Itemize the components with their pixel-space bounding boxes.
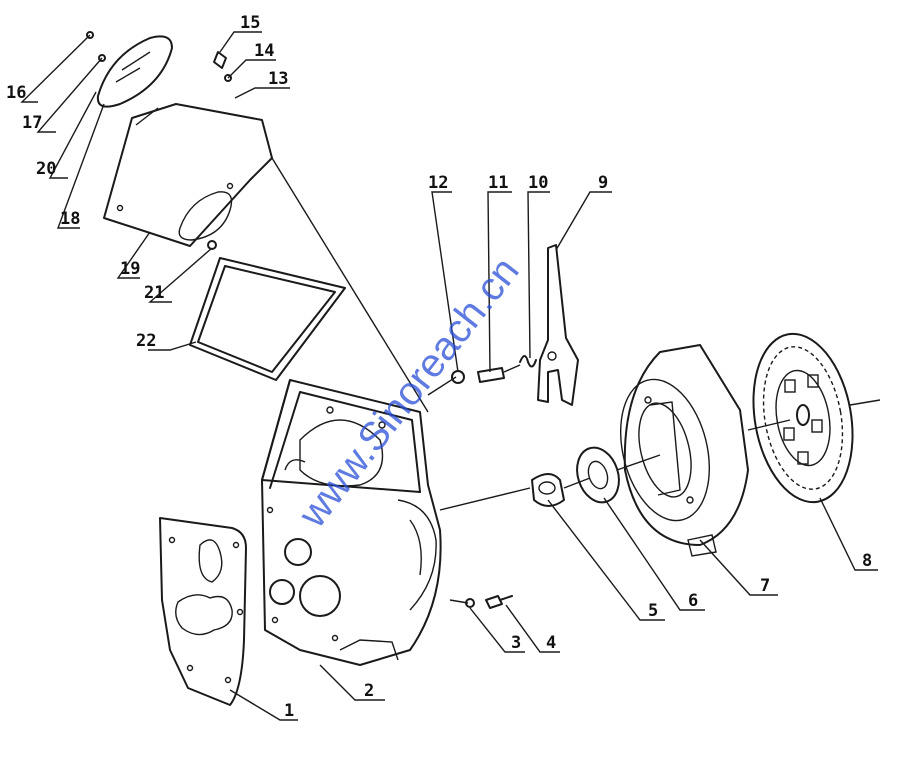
callout-1: 1 [284, 701, 294, 721]
callout-20: 20 [36, 159, 56, 179]
callout-labels: 1 2 3 4 5 6 7 8 9 10 11 12 13 14 15 16 1… [6, 13, 872, 721]
callout-4: 4 [546, 633, 556, 653]
part-1-gasket-plate [159, 517, 247, 706]
callout-10: 10 [528, 173, 548, 193]
callout-21: 21 [144, 283, 164, 303]
leader-lines [20, 31, 878, 721]
callout-3: 3 [511, 633, 521, 653]
part-10-spring-pin [519, 355, 537, 368]
callout-22: 22 [136, 331, 156, 351]
part-19-top-cover [103, 103, 273, 247]
part-18-oval-plate [96, 35, 173, 108]
part-12-nut [451, 370, 465, 384]
callout-16: 16 [6, 83, 26, 103]
callout-14: 14 [254, 41, 274, 61]
callout-8: 8 [862, 551, 872, 571]
callout-9: 9 [598, 173, 608, 193]
callout-11: 11 [488, 173, 508, 193]
callout-12: 12 [428, 173, 448, 193]
part-8-clutch-disc [752, 332, 854, 504]
callout-17: 17 [22, 113, 42, 133]
part-5-release-bearing [531, 473, 565, 507]
part-4-bolt [485, 595, 513, 609]
part-22-gasket-frame [189, 257, 346, 381]
small-fasteners [86, 31, 232, 250]
part-7-pressure-plate [619, 344, 749, 557]
callout-2: 2 [364, 681, 374, 701]
part-6-ring [576, 446, 620, 504]
callout-6: 6 [688, 591, 698, 611]
watermark-text: www.Sinoreach.cn [290, 249, 528, 536]
callout-19: 19 [120, 259, 140, 279]
part-9-release-fork [537, 244, 579, 406]
part-11-bolt [477, 367, 505, 383]
assembly-lines [271, 157, 881, 604]
callout-7: 7 [760, 576, 770, 596]
callout-15: 15 [240, 13, 260, 33]
callout-18: 18 [60, 209, 80, 229]
callout-13: 13 [268, 69, 288, 89]
callout-5: 5 [648, 601, 658, 621]
part-2-clutch-housing [261, 379, 442, 666]
